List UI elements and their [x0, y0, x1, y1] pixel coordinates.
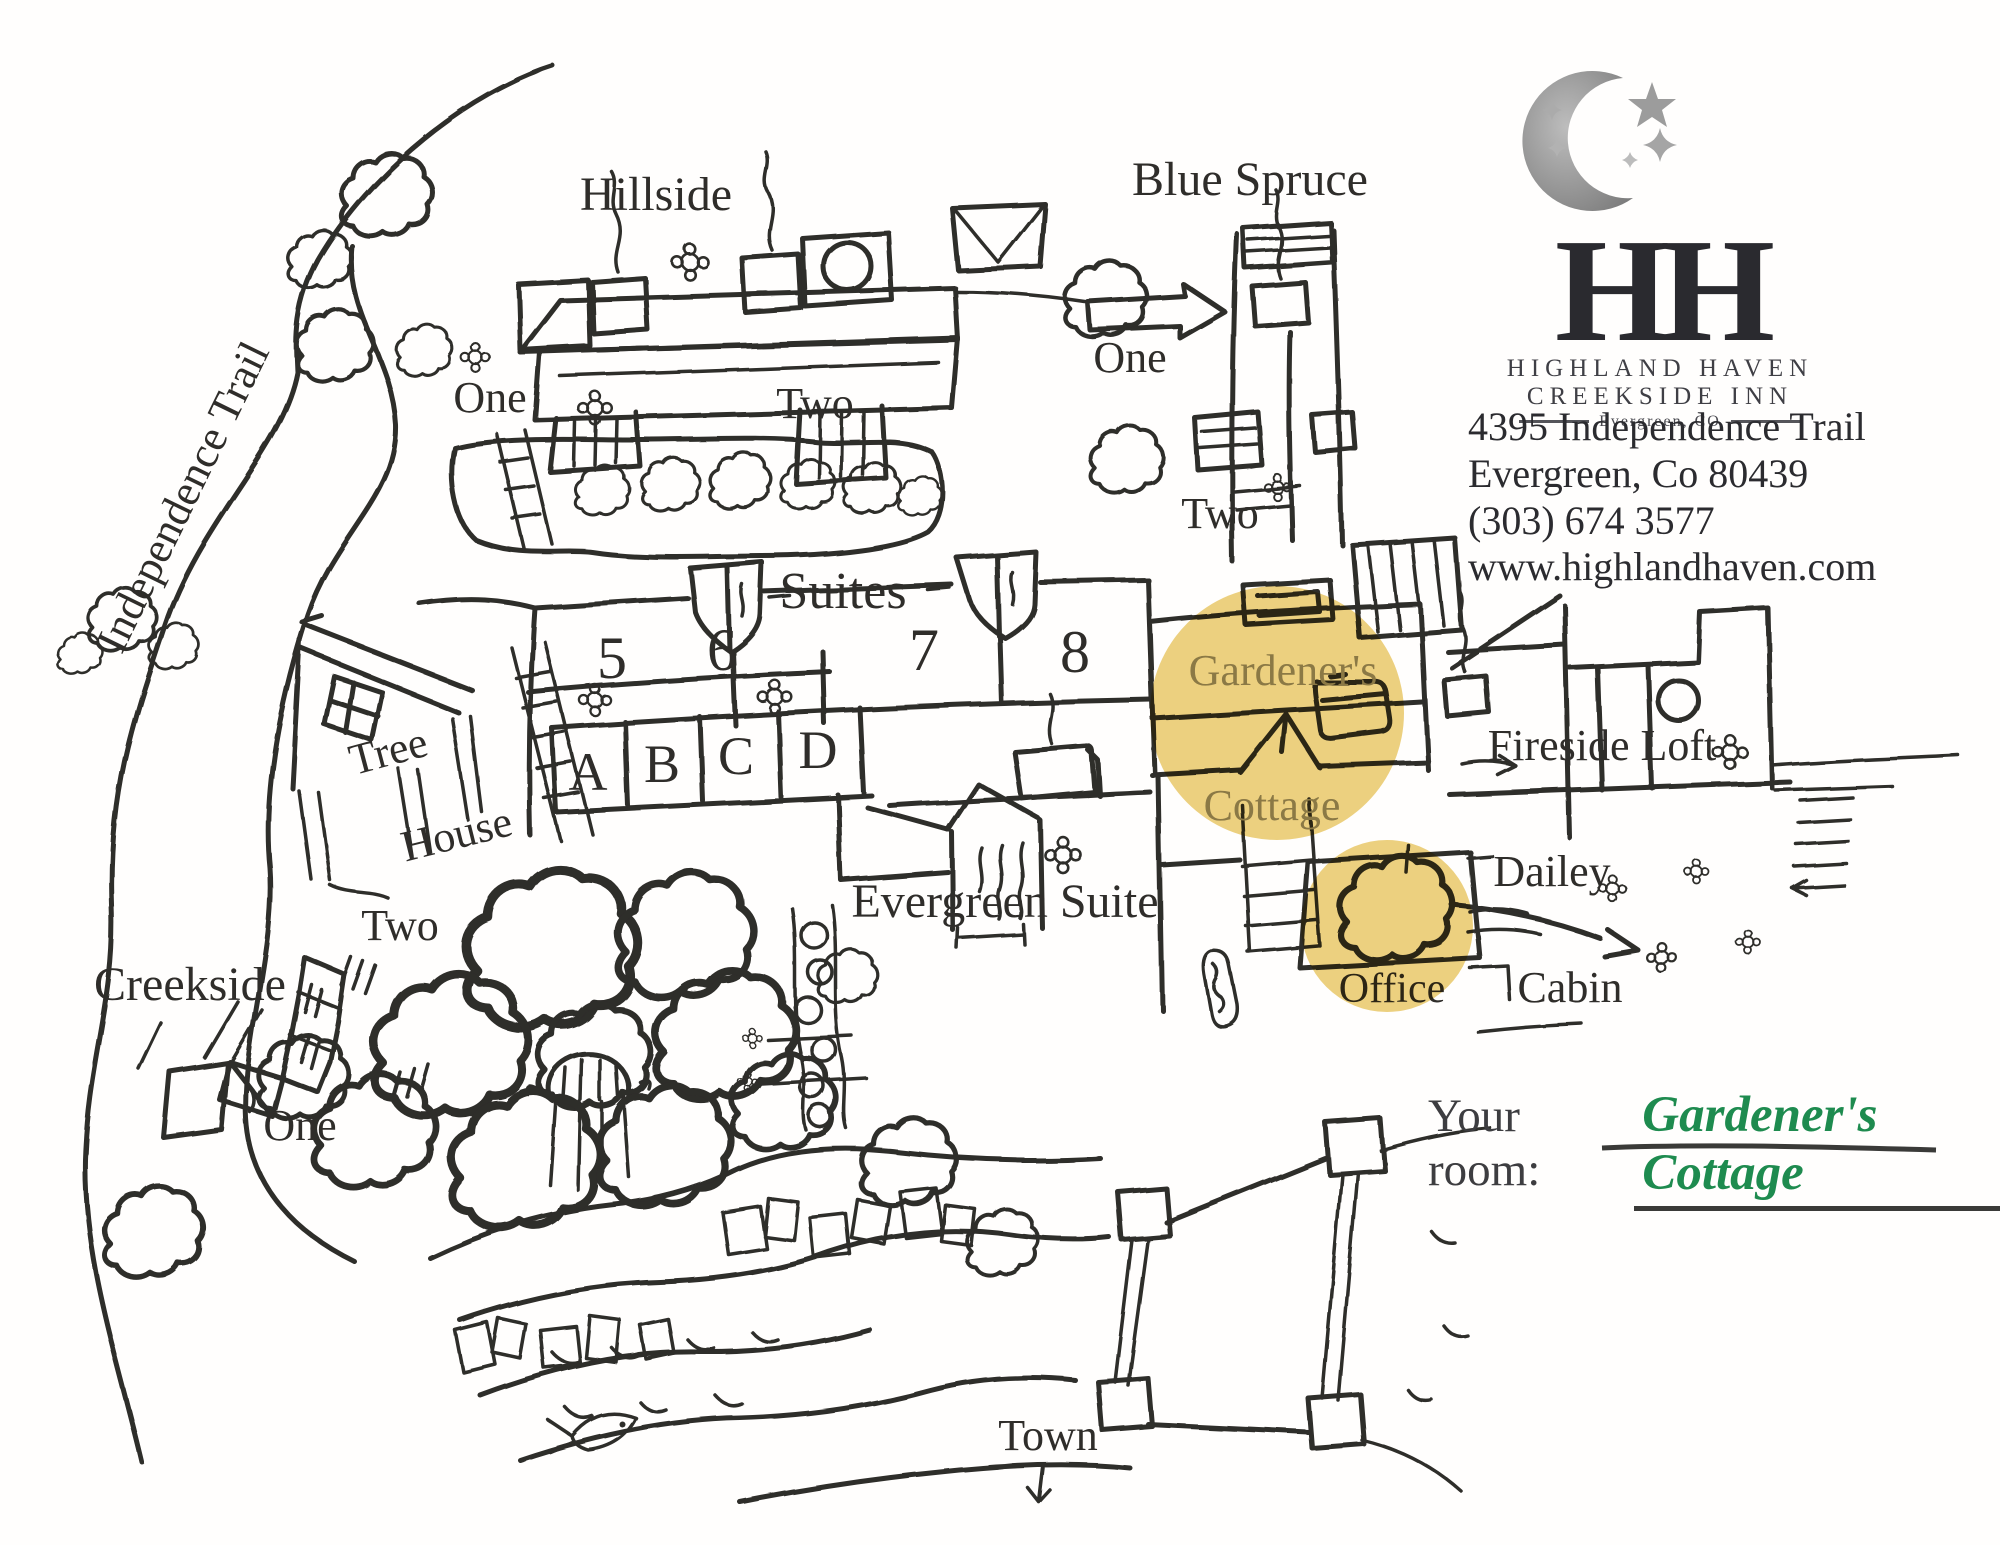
- logo-name-line1: HIGHLAND HAVEN: [1506, 354, 1814, 382]
- rule-line: [1730, 420, 1801, 424]
- label-suite-5: 5: [597, 625, 627, 691]
- room-assignment-label: Your room:: [1428, 1090, 1541, 1196]
- label-evergreen-suite: Evergreen Suite: [851, 875, 1158, 928]
- label-dailey: Dailey: [1493, 847, 1610, 896]
- sparkle-icon-small: [1622, 152, 1638, 168]
- label-town: Town: [998, 1411, 1098, 1460]
- garden-paths: [760, 1034, 868, 1086]
- tree-house-building: [289, 613, 484, 900]
- label-blue-spruce-one: One: [1093, 333, 1166, 382]
- inn-logo: HH HIGHLAND HAVEN CREEKSIDE INN Evergree…: [1490, 52, 1830, 431]
- room-assignment-value: Gardener's Cottage: [1634, 1086, 2000, 1211]
- contact-info: 4395 Independence Trail Evergreen, Co 80…: [1468, 404, 1876, 591]
- sparkle-icon: [1643, 128, 1677, 162]
- logo-name-line2: CREEKSIDE INN: [1526, 382, 1794, 410]
- room-name-underline: [1601, 1143, 1937, 1153]
- logo-location: Evergreen, CO: [1599, 412, 1721, 430]
- highlight-circle-gardeners-cottage: [1150, 586, 1404, 840]
- label-hillside-one: One: [453, 373, 526, 422]
- contact-address-line1: 4395 Independence Trail: [1468, 404, 1866, 449]
- label-blue-spruce: Blue Spruce: [1132, 153, 1368, 206]
- fish-icon: [546, 1412, 638, 1454]
- label-creekside-one: One: [263, 1101, 336, 1150]
- label-suite-b: B: [644, 734, 680, 794]
- label-suite-c: C: [718, 726, 754, 786]
- sparkle-icon-small: [1542, 100, 1562, 120]
- contact-website: www.highlandhaven.com: [1468, 544, 1877, 590]
- map-sketch: [55, 63, 1960, 1505]
- logo-location-rule: Evergreen, CO: [1490, 413, 1830, 431]
- crescent-moon-icon: [1522, 70, 1633, 211]
- suites-building: [417, 549, 1155, 842]
- roof-window: [949, 201, 1048, 273]
- rule-line: [1519, 420, 1590, 424]
- label-cabin: Cabin: [1517, 963, 1622, 1012]
- contact-phone: (303) 674 3577: [1468, 497, 1715, 543]
- stone-path: [790, 903, 848, 1132]
- label-hillside: Hillside: [580, 168, 732, 221]
- independence-trail-path: [82, 63, 556, 1465]
- fireside-loft-building: [1441, 590, 1960, 897]
- label-fireside-loft: Fireside Loft: [1488, 721, 1717, 770]
- logo-monogram: HH: [1554, 209, 1775, 373]
- highlight-circle-office: [1301, 840, 1473, 1012]
- blue-spruce-building: [1085, 188, 1465, 641]
- sparkle-icon-small: [1548, 139, 1566, 157]
- label-house: House: [396, 797, 517, 872]
- star-icon: [1628, 82, 1676, 127]
- moon-and-stars-icon: [1522, 70, 1677, 211]
- room-assignment: Your room: Gardener's Cottage: [1428, 1086, 2000, 1211]
- label-creekside: Creekside: [94, 958, 286, 1011]
- label-suite-8: 8: [1060, 619, 1090, 685]
- label-creekside-two: Two: [361, 901, 439, 950]
- label-suite-6: 6: [707, 617, 737, 683]
- creekside-building: [136, 955, 430, 1141]
- label-suite-a: A: [569, 742, 608, 802]
- label-suite-d: D: [799, 720, 838, 780]
- evergreen-suite-building: [835, 781, 1045, 950]
- label-suite-7: 7: [909, 617, 939, 683]
- label-independence-trail: Independence Trail: [87, 334, 279, 660]
- label-hillside-two: Two: [776, 379, 854, 428]
- creek-and-town: [427, 1115, 1492, 1505]
- label-suites: Suites: [779, 563, 906, 620]
- dailey-cabin-marks: [1449, 854, 1641, 1034]
- contact-address-line2: Evergreen, Co 80439: [1468, 450, 1809, 496]
- label-blue-spruce-two: Two: [1181, 489, 1259, 538]
